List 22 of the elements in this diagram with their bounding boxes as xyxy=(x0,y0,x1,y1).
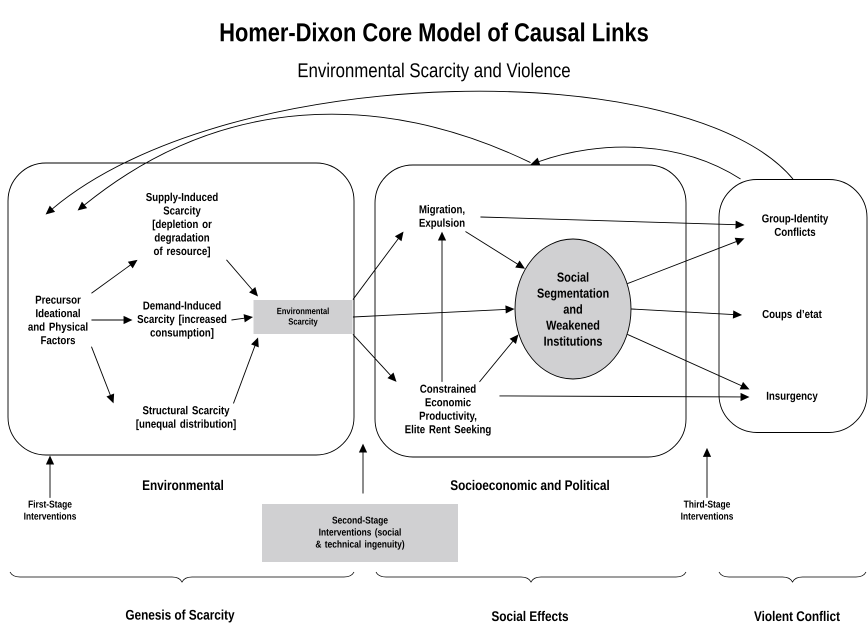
conflict-panel xyxy=(718,179,868,433)
stage-label: Violent Conflict xyxy=(754,610,840,622)
effect-text: Constrained Economic Productivity, Elite Rent Seeking xyxy=(405,384,491,436)
conflict-text: Group-Identity Conflicts xyxy=(762,214,828,236)
stage-label: Social Effects xyxy=(492,610,568,622)
intervention-box: Second-Stage Interventions (social & technical ingenuity) xyxy=(262,504,458,562)
stage-label: Genesis of Scarcity xyxy=(126,609,234,623)
effect-text: Migration, Expulsion xyxy=(420,204,464,230)
conflict-text: Insurgency xyxy=(766,392,818,402)
intervention-text: First-Stage Interventions xyxy=(24,500,76,520)
scarcity-text: Demand-Induced Scarcity [increased consumption] xyxy=(137,301,226,339)
node-label: Socioeconomic and Political xyxy=(450,480,609,490)
title: Homer-Dixon Core Model of Causal Links xyxy=(220,22,648,42)
subtitle: Environmental Scarcity and Violence xyxy=(298,62,570,82)
scarcity-box: Environmental Scarcity xyxy=(254,300,352,334)
intervention-text: Third-Stage Interventions xyxy=(681,500,734,520)
node-label: Environmental xyxy=(142,480,224,490)
scarcity-text: Supply-Induced Scarcity [depletion or degradation of resource] xyxy=(146,192,218,258)
scarcity-text: Structural Scarcity [unequal distribution] xyxy=(136,406,236,430)
factor-text: Precursor Ideational and Physical Factors xyxy=(28,296,88,344)
conflict-text: Coups d’etat xyxy=(762,310,822,320)
arrow xyxy=(465,231,525,269)
